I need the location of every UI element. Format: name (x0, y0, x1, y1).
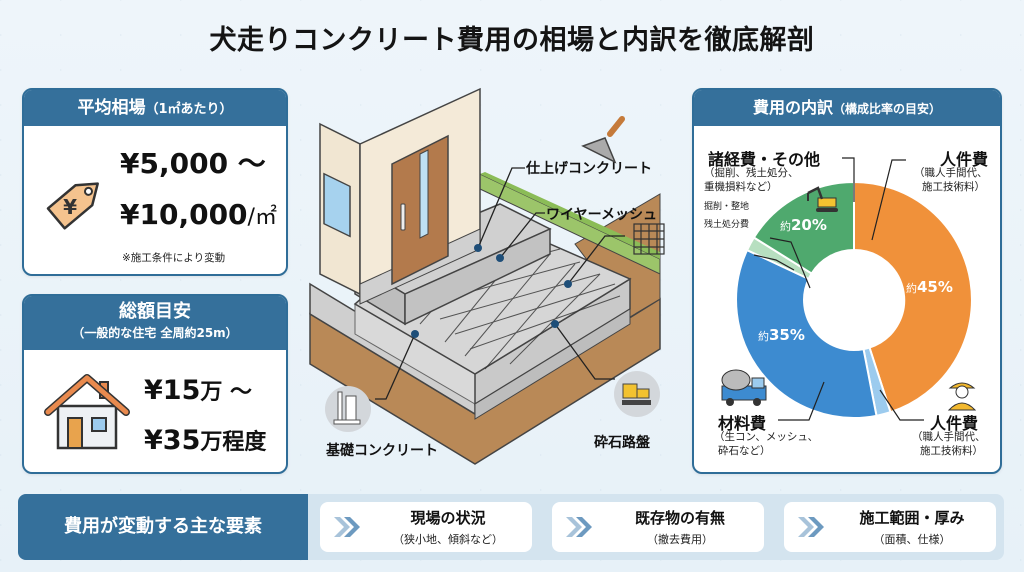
average-price-note: ※施工条件により変動 (122, 252, 226, 264)
mesh-icon (633, 223, 665, 255)
cost-breakdown-card: 費用の内訳（構成比率の目安） (692, 88, 1002, 474)
label-material-sub2: 砕石など） (718, 445, 771, 457)
label-material: 材料費 (718, 414, 767, 433)
average-price-card: 平均相場（1㎡あたり） ¥ ¥5,000 ～ ¥10,000/㎡ ※施工条件によ… (22, 88, 288, 276)
factor-site-conditions: 現場の状況 （狭小地、傾斜など） (320, 502, 532, 552)
formwork-icon (325, 386, 371, 432)
mixer-truck-icon (721, 369, 767, 406)
total-estimate-heading-note: （一般的な住宅 全周約25m） (72, 326, 238, 340)
house-icon (44, 374, 130, 450)
double-chevron-icon (334, 517, 360, 537)
cost-breakdown-header: 費用の内訳（構成比率の目安） (694, 90, 1000, 126)
slice-material (735, 248, 878, 419)
pct-labor: 約45% (906, 278, 953, 296)
cost-breakdown-heading-note: （構成比率の目安） (833, 102, 942, 116)
factor-title: 施工範囲・厚み (859, 509, 965, 527)
label-finish-concrete: 仕上げコンクリート (526, 161, 652, 177)
label-labor-sub1: （職人手間代、 (914, 167, 988, 179)
cost-factors-bar: 費用が変動する主な要素 現場の状況 （狭小地、傾斜など） 既存物の有無 （撤去費… (18, 494, 1004, 560)
excavator-icon (807, 186, 838, 212)
average-price-heading-note: （1㎡あたり） (145, 102, 233, 117)
label-labor-bottom-sub2: 施工技術料） (920, 445, 983, 457)
pct-overhead: 約20% (780, 216, 827, 234)
factor-title: 既存物の有無 (634, 509, 725, 527)
label-excavation: 掘削・整地 (704, 202, 750, 212)
label-labor-bottom: 人件費 (930, 414, 979, 433)
label-labor-bottom-sub1: （職人手間代、 (912, 431, 986, 443)
label-overhead-sub2: 重機損料など） (704, 181, 778, 193)
total-price-to: ¥35万程度 (144, 424, 266, 456)
cross-section-drawing (309, 87, 665, 465)
page-title: 犬走りコンクリート費用の相場と内訳を徹底解剖 (209, 25, 815, 56)
trowel-icon (581, 116, 625, 164)
total-estimate-card: 総額目安 （一般的な住宅 全周約25m） ¥15万 ～ ¥35万程度 (22, 294, 288, 474)
cost-breakdown-heading: 費用の内訳 (752, 98, 833, 117)
double-chevron-icon (798, 517, 824, 537)
total-price-from: ¥15万 ～ (144, 374, 252, 406)
concrete-cross-section-illustration: 仕上げコンクリート ワイヤーメッシュ 基礎コンクリート 砕石路盤 (300, 84, 684, 480)
factor-sub: （狭小地、傾斜など） (393, 533, 503, 546)
average-price-to-value: ¥10,000 (120, 198, 248, 231)
total-price-to-unit: 万程度 (200, 430, 267, 455)
cost-factors-title: 費用が変動する主な要素 (18, 494, 308, 560)
label-overhead: 諸経費・その他 (708, 150, 821, 169)
average-price-to: ¥10,000/㎡ (120, 198, 277, 231)
total-price-to-num: ¥35 (144, 425, 201, 456)
label-crushed-stone-base: 砕石路盤 (594, 435, 650, 451)
pct-material: 約35% (758, 326, 805, 344)
yen-price-tag-icon: ¥ (46, 182, 99, 230)
factor-title: 現場の状況 (410, 509, 486, 527)
label-labor-sub2: 施工技術料） (922, 181, 985, 193)
label-soil-disposal: 残土処分費 (704, 220, 750, 230)
double-chevron-icon (566, 517, 592, 537)
factor-scope-thickness: 施工範囲・厚み （面積、仕様） (784, 502, 996, 552)
average-price-from: ¥5,000 ～ (120, 147, 266, 180)
factor-existing-structures: 既存物の有無 （撤去費用） (552, 502, 764, 552)
label-foundation-concrete: 基礎コンクリート (326, 443, 438, 459)
average-price-header: 平均相場（1㎡あたり） (24, 90, 286, 126)
donut-chart (721, 157, 977, 421)
compactor-icon (614, 371, 660, 417)
worker-icon (947, 382, 977, 411)
label-overhead-sub1: （掘削、残土処分、 (704, 167, 799, 179)
svg-text:¥: ¥ (63, 195, 77, 219)
label-material-sub1: （生コン、メッシュ、 (714, 431, 819, 443)
factor-sub: （撤去費用） (647, 533, 713, 546)
total-price-from-num: ¥15 (144, 375, 201, 406)
average-price-heading: 平均相場 (77, 98, 146, 118)
total-price-from-unit: 万 ～ (200, 380, 253, 405)
label-wire-mesh: ワイヤーメッシュ (546, 207, 658, 223)
factor-sub: （面積、仕様） (873, 533, 951, 546)
slice-labor (853, 180, 973, 414)
total-estimate-header: 総額目安 （一般的な住宅 全周約25m） (24, 296, 286, 350)
total-estimate-heading: 総額目安 (119, 301, 191, 322)
label-labor: 人件費 (940, 150, 989, 169)
average-price-unit: /㎡ (247, 205, 277, 230)
